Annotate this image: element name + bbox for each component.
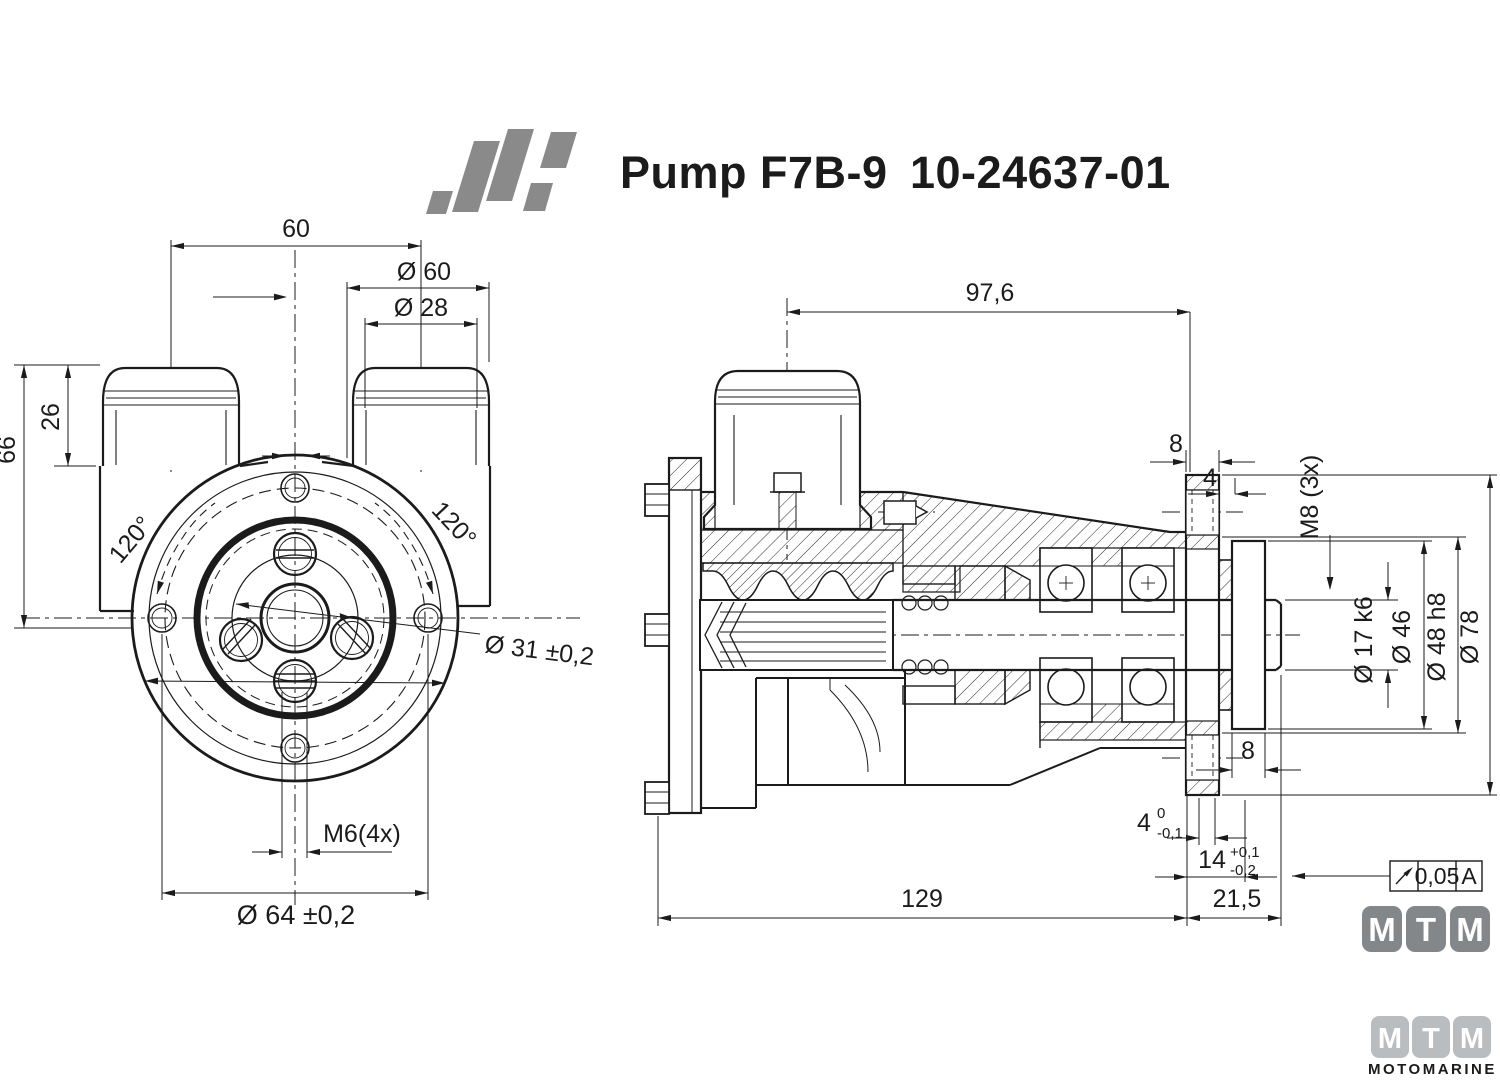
svg-text:M: M <box>1378 1023 1402 1055</box>
dim-port-height: 26 <box>37 403 65 431</box>
mtm-logo: M T M <box>1362 906 1490 952</box>
svg-text:-0,2: -0,2 <box>1230 862 1256 879</box>
front-view: 60 Ø 60 Ø 28 26 66 120° 120° Ø 31 ±0,2 M… <box>0 215 595 930</box>
title-block: Pump F7B-9 10-24637-01 <box>426 129 1171 214</box>
plate-bolts <box>644 483 670 815</box>
svg-text:T: T <box>1422 1023 1440 1055</box>
dim-total-length: 129 <box>901 885 943 913</box>
dim-bore-dia: Ø 48 h8 <box>1423 593 1451 682</box>
hub-disc <box>1230 539 1267 731</box>
motomarine-watermark: M T M MOTOMARINE <box>1368 1016 1497 1078</box>
svg-text:14: 14 <box>1198 846 1226 874</box>
company-logo <box>426 129 577 214</box>
cover-screws <box>218 531 375 704</box>
angle-right-label: 120° <box>426 496 482 553</box>
dim-port-inner-dia: Ø 28 <box>394 294 448 322</box>
dim-screw-circle-dia: Ø 31 ±0,2 <box>483 630 595 671</box>
dim-hub-width: 8 <box>1241 737 1255 765</box>
dim-port-spacing: 60 <box>282 215 310 243</box>
dim-hub-dia: Ø 46 <box>1388 610 1416 664</box>
m8-tapped-holes <box>1185 489 1220 781</box>
ball-bearings <box>1039 547 1175 723</box>
dim-body-height: 66 <box>0 436 21 464</box>
svg-text:4: 4 <box>1137 809 1151 837</box>
thread-callout-m8: M8 (3x) <box>1296 455 1324 540</box>
runout-value: 0,05 <box>1415 863 1460 889</box>
dim-shaft-ext: 21,5 <box>1213 885 1262 913</box>
dim-flange-width: 8 <box>1169 430 1183 458</box>
section-view: 97,6 8 4 M8 (3x) Ø 17 k6 Ø 46 Ø 48 h8 Ø … <box>644 279 1497 926</box>
dim-bolt-circle-dia: Ø 64 ±0,2 <box>237 900 355 930</box>
mechanical-seal <box>901 564 1031 706</box>
dim-shaft-dia: Ø 17 k6 <box>1350 596 1378 684</box>
angle-left-label: 120° <box>104 511 159 569</box>
svg-text:M: M <box>1368 911 1396 948</box>
runout-icon <box>1395 867 1413 885</box>
dim-step: 4 <box>1203 464 1217 492</box>
thread-callout-m6: M6(4x) <box>323 820 401 848</box>
svg-text:+0,1: +0,1 <box>1230 844 1260 861</box>
dim-length-top: 97,6 <box>966 279 1015 307</box>
flange-holes <box>147 473 443 763</box>
svg-text:T: T <box>1416 911 1436 948</box>
dim-flange-dia: Ø 78 <box>1456 610 1484 664</box>
part-number: 10-24637-01 <box>910 147 1171 198</box>
dim-groove-label: 4 0 -0,1 <box>1137 805 1183 842</box>
dim-port-outer-dia: Ø 60 <box>397 258 451 286</box>
svg-text:0: 0 <box>1157 805 1165 822</box>
dim-shaft-end-label: 14 +0,1 -0,2 <box>1198 844 1260 879</box>
watermark-name: MOTOMARINE <box>1368 1061 1497 1078</box>
svg-text:-0,1: -0,1 <box>1157 825 1183 842</box>
svg-text:M: M <box>1460 1023 1484 1055</box>
svg-text:M: M <box>1456 911 1484 948</box>
runout-datum: A <box>1461 863 1477 889</box>
runout-frame <box>1292 860 1483 892</box>
drawing-title: Pump F7B-9 <box>620 147 888 198</box>
